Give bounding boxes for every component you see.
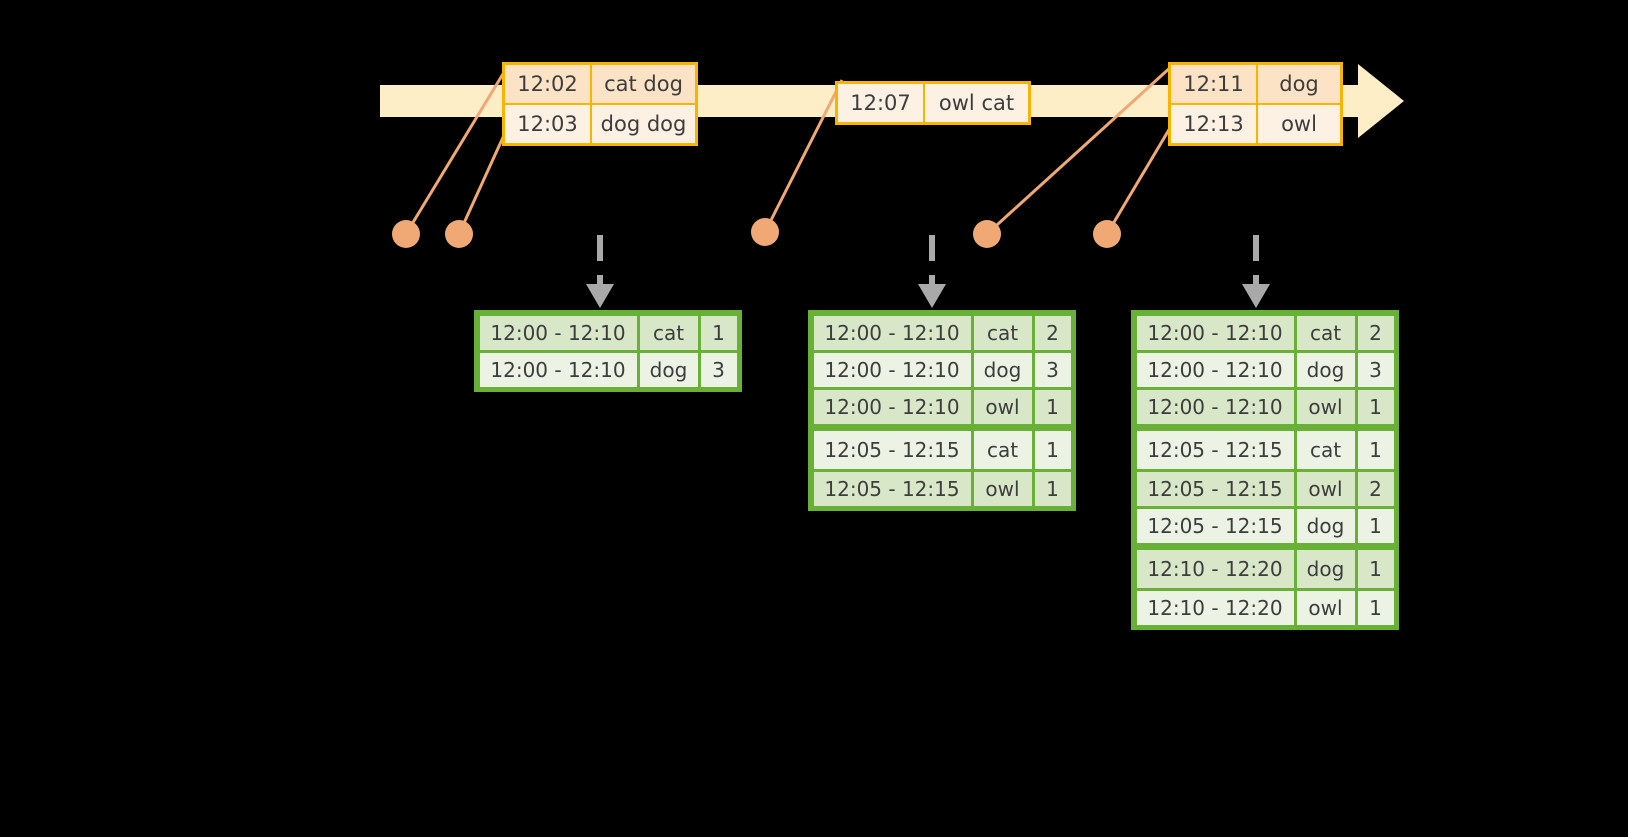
- connector-line-2: [457, 132, 507, 235]
- cell-window: 12:05 - 12:15: [1136, 471, 1294, 506]
- cell-window: 12:00 - 12:10: [813, 315, 971, 350]
- event-words: cat dog: [604, 72, 683, 96]
- cell-window: 12:00 - 12:10: [813, 352, 971, 387]
- cell-window: 12:00 - 12:10: [479, 352, 637, 387]
- cell-count: 3: [1034, 352, 1071, 387]
- cell-window: 12:00 - 12:10: [1136, 389, 1294, 424]
- cell-word: cat: [1296, 315, 1355, 350]
- cell-count: 2: [1034, 315, 1071, 350]
- cell-word: cat: [1296, 430, 1355, 469]
- cell-word: owl: [973, 471, 1032, 506]
- event-dot-4: [973, 220, 1001, 248]
- cell-count: 1: [1357, 508, 1394, 543]
- cell-word: dog: [973, 352, 1032, 387]
- cell-word: owl: [1296, 590, 1355, 625]
- event-group-3[interactable]: 12:11 dog 12:13 owl: [1168, 62, 1343, 146]
- cell-word: owl: [1296, 471, 1355, 506]
- cell-window: 12:05 - 12:15: [813, 430, 971, 469]
- event-dot-1: [392, 220, 420, 248]
- cell-word: cat: [639, 315, 698, 350]
- event-dot-2: [445, 220, 473, 248]
- event-group-2[interactable]: 12:07 owl cat: [835, 81, 1031, 125]
- event-row[interactable]: 12:02 cat dog: [505, 65, 695, 103]
- cell-window: 12:00 - 12:10: [479, 315, 637, 350]
- cell-window: 12:10 - 12:20: [1136, 549, 1294, 588]
- cell-count: 1: [1357, 549, 1394, 588]
- event-row[interactable]: 12:07 owl cat: [838, 84, 1028, 122]
- cell-count: 2: [1357, 315, 1394, 350]
- event-words: dog: [1279, 72, 1319, 96]
- emit-arrow-head-1: [586, 284, 614, 308]
- cell-count: 3: [700, 352, 737, 387]
- cell-word: dog: [1296, 508, 1355, 543]
- event-dot-3: [751, 218, 779, 246]
- cell-count: 2: [1357, 471, 1394, 506]
- event-time: 12:07: [838, 84, 925, 122]
- time-axis-arrow: [1358, 64, 1404, 138]
- event-time: 12:03: [505, 105, 592, 143]
- event-row[interactable]: 12:11 dog: [1171, 65, 1340, 103]
- cell-window: 12:05 - 12:15: [813, 471, 971, 506]
- cell-count: 1: [1034, 430, 1071, 469]
- cell-word: dog: [639, 352, 698, 387]
- connector-line-5: [1105, 127, 1172, 235]
- event-time: 12:13: [1171, 105, 1258, 143]
- cell-word: dog: [1296, 352, 1355, 387]
- cell-count: 1: [1034, 471, 1071, 506]
- event-time: 12:02: [505, 65, 592, 103]
- event-row[interactable]: 12:03 dog dog: [505, 103, 695, 143]
- cell-count: 3: [1357, 352, 1394, 387]
- event-row[interactable]: 12:13 owl: [1171, 103, 1340, 143]
- cell-count: 1: [1357, 590, 1394, 625]
- cell-window: 12:10 - 12:20: [1136, 590, 1294, 625]
- cell-count: 1: [1357, 389, 1394, 424]
- cell-word: owl: [1296, 389, 1355, 424]
- cell-window: 12:05 - 12:15: [1136, 430, 1294, 469]
- event-group-1[interactable]: 12:02 cat dog 12:03 dog dog: [502, 62, 698, 146]
- event-words: dog dog: [600, 112, 687, 136]
- cell-word: cat: [973, 430, 1032, 469]
- cell-count: 1: [700, 315, 737, 350]
- cell-window: 12:00 - 12:10: [1136, 315, 1294, 350]
- emit-arrow-head-3: [1242, 284, 1270, 308]
- event-words: owl cat: [938, 91, 1015, 115]
- event-time: 12:11: [1171, 65, 1258, 103]
- cell-window: 12:00 - 12:10: [813, 389, 971, 424]
- cell-count: 1: [1357, 430, 1394, 469]
- cell-word: owl: [973, 389, 1032, 424]
- cell-count: 1: [1034, 389, 1071, 424]
- cell-word: dog: [1296, 549, 1355, 588]
- event-dot-5: [1093, 220, 1121, 248]
- cell-window: 12:00 - 12:10: [1136, 352, 1294, 387]
- cell-word: cat: [973, 315, 1032, 350]
- cell-window: 12:05 - 12:15: [1136, 508, 1294, 543]
- event-words: owl: [1281, 112, 1317, 136]
- emit-arrow-head-2: [918, 284, 946, 308]
